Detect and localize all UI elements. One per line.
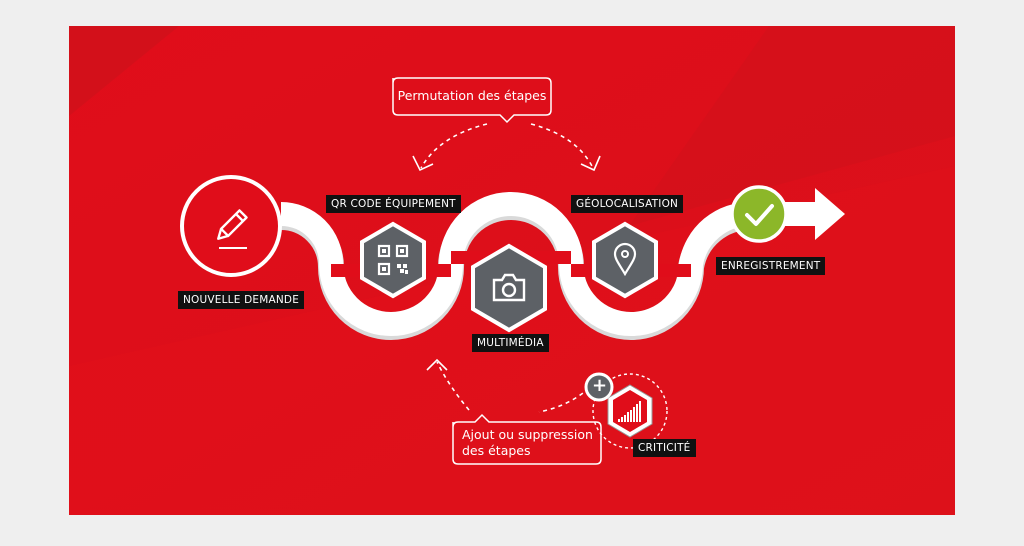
- corner-shade: [69, 26, 179, 116]
- diagram-panel: NOUVELLE DEMANDE QR CODE ÉQUIPEMENT MULT…: [69, 26, 955, 515]
- qr-code-icon: [360, 221, 426, 299]
- label-nouvelle-demande: NOUVELLE DEMANDE: [178, 291, 305, 309]
- plus-symbol[interactable]: +: [592, 375, 608, 396]
- camera-icon: [471, 243, 547, 333]
- diagonal-shade: [629, 26, 955, 226]
- ajout-callout: Ajout ou suppression des étapes: [462, 427, 602, 459]
- location-pin-icon: [592, 221, 658, 299]
- signal-bars-icon: [592, 373, 668, 449]
- ajout-arrow: [426, 358, 590, 413]
- plus-icon[interactable]: [584, 372, 614, 402]
- label-criticite: CRITICITÉ: [633, 439, 696, 457]
- checkmark-icon: [730, 185, 788, 243]
- label-qr-code: QR CODE ÉQUIPEMENT: [326, 195, 461, 213]
- label-geolocalisation: GÉOLOCALISATION: [571, 195, 684, 213]
- ajout-callout-box: [452, 413, 602, 465]
- permutation-callout-box: [392, 77, 552, 124]
- arrow-head: [815, 188, 845, 240]
- permutation-arrows: [412, 123, 601, 172]
- permutation-text: Permutation des étapes: [397, 88, 547, 103]
- label-multimedia: MULTIMÉDIA: [472, 334, 549, 352]
- ajout-text-line2: des étapes: [462, 443, 531, 458]
- permutation-callout: Permutation des étapes: [393, 88, 551, 104]
- pencil-icon: [180, 175, 282, 277]
- label-enregistrement: ENREGISTREMENT: [716, 257, 826, 275]
- ajout-text-line1: Ajout ou suppression: [462, 427, 593, 442]
